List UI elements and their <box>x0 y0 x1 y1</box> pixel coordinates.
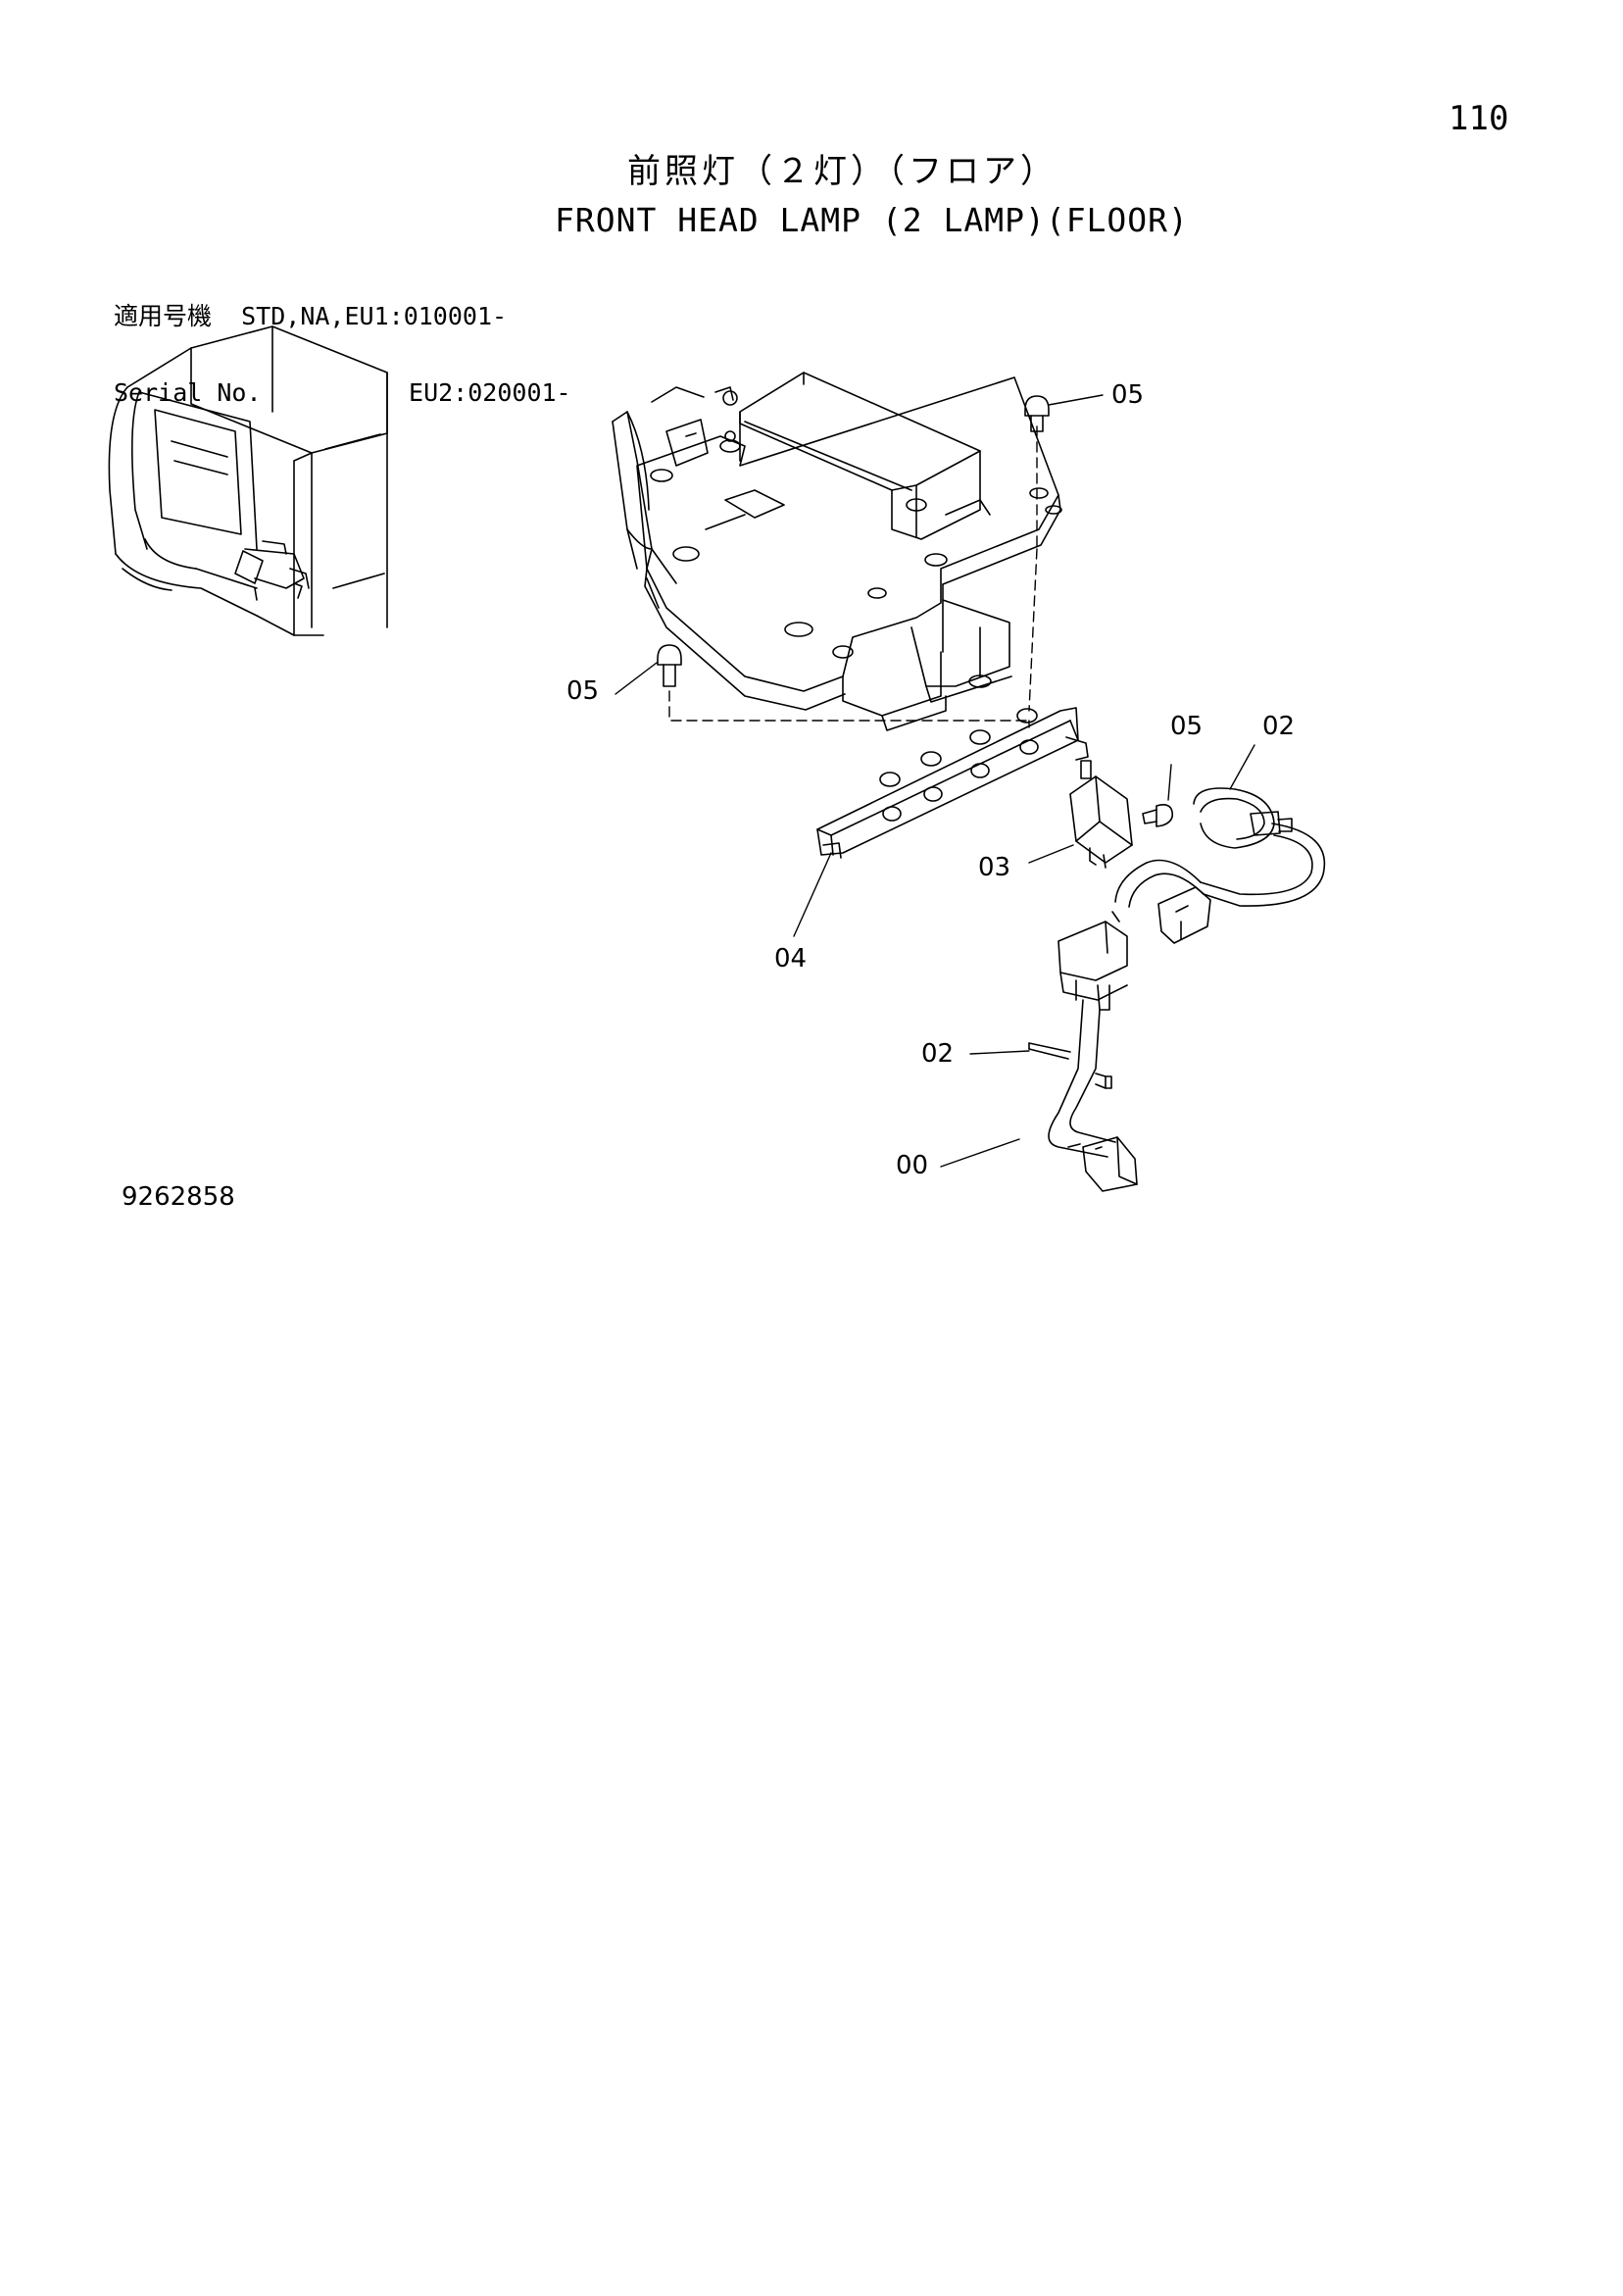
callout-05-left: 05 <box>566 676 600 706</box>
callout-05-right: 05 <box>1170 712 1204 741</box>
serial-label-en: Serial No. <box>114 378 262 407</box>
bolt-05-right <box>1143 805 1172 826</box>
callout-02-upper: 02 <box>1262 712 1296 741</box>
assembly-guide-lines <box>669 426 1037 727</box>
callout-leader-lines <box>615 395 1254 1167</box>
cab-location-view <box>109 326 387 635</box>
callout-02-lower: 02 <box>921 1039 955 1069</box>
callout-03: 03 <box>978 853 1011 882</box>
relay-03 <box>1066 737 1132 868</box>
serial-range-2: EU2:020001- <box>409 378 571 407</box>
floor-bracket-assembly <box>613 373 1061 730</box>
serial-label-jp: 適用号機 <box>114 302 213 330</box>
serial-number-block: 適用号機 STD,NA,EU1:010001- Serial No. EU2:0… <box>114 253 571 457</box>
callout-05-top: 05 <box>1111 380 1145 410</box>
bolt-05-top <box>1025 396 1049 431</box>
callout-04: 04 <box>774 944 808 973</box>
serial-range-1: STD,NA,EU1:010001- <box>241 302 508 330</box>
title-english: FRONT HEAD LAMP (2 LAMP)(FLOOR) <box>555 201 1189 239</box>
document-id: 9262858 <box>122 1182 235 1212</box>
title-japanese: 前照灯（２灯）（フロア） <box>627 152 1057 191</box>
bolt-05-left <box>658 645 681 686</box>
wire-harness-02 <box>1029 788 1324 1191</box>
callout-00: 00 <box>896 1151 929 1180</box>
mounting-rail-04 <box>817 708 1078 858</box>
page-number: 110 <box>1449 99 1509 138</box>
